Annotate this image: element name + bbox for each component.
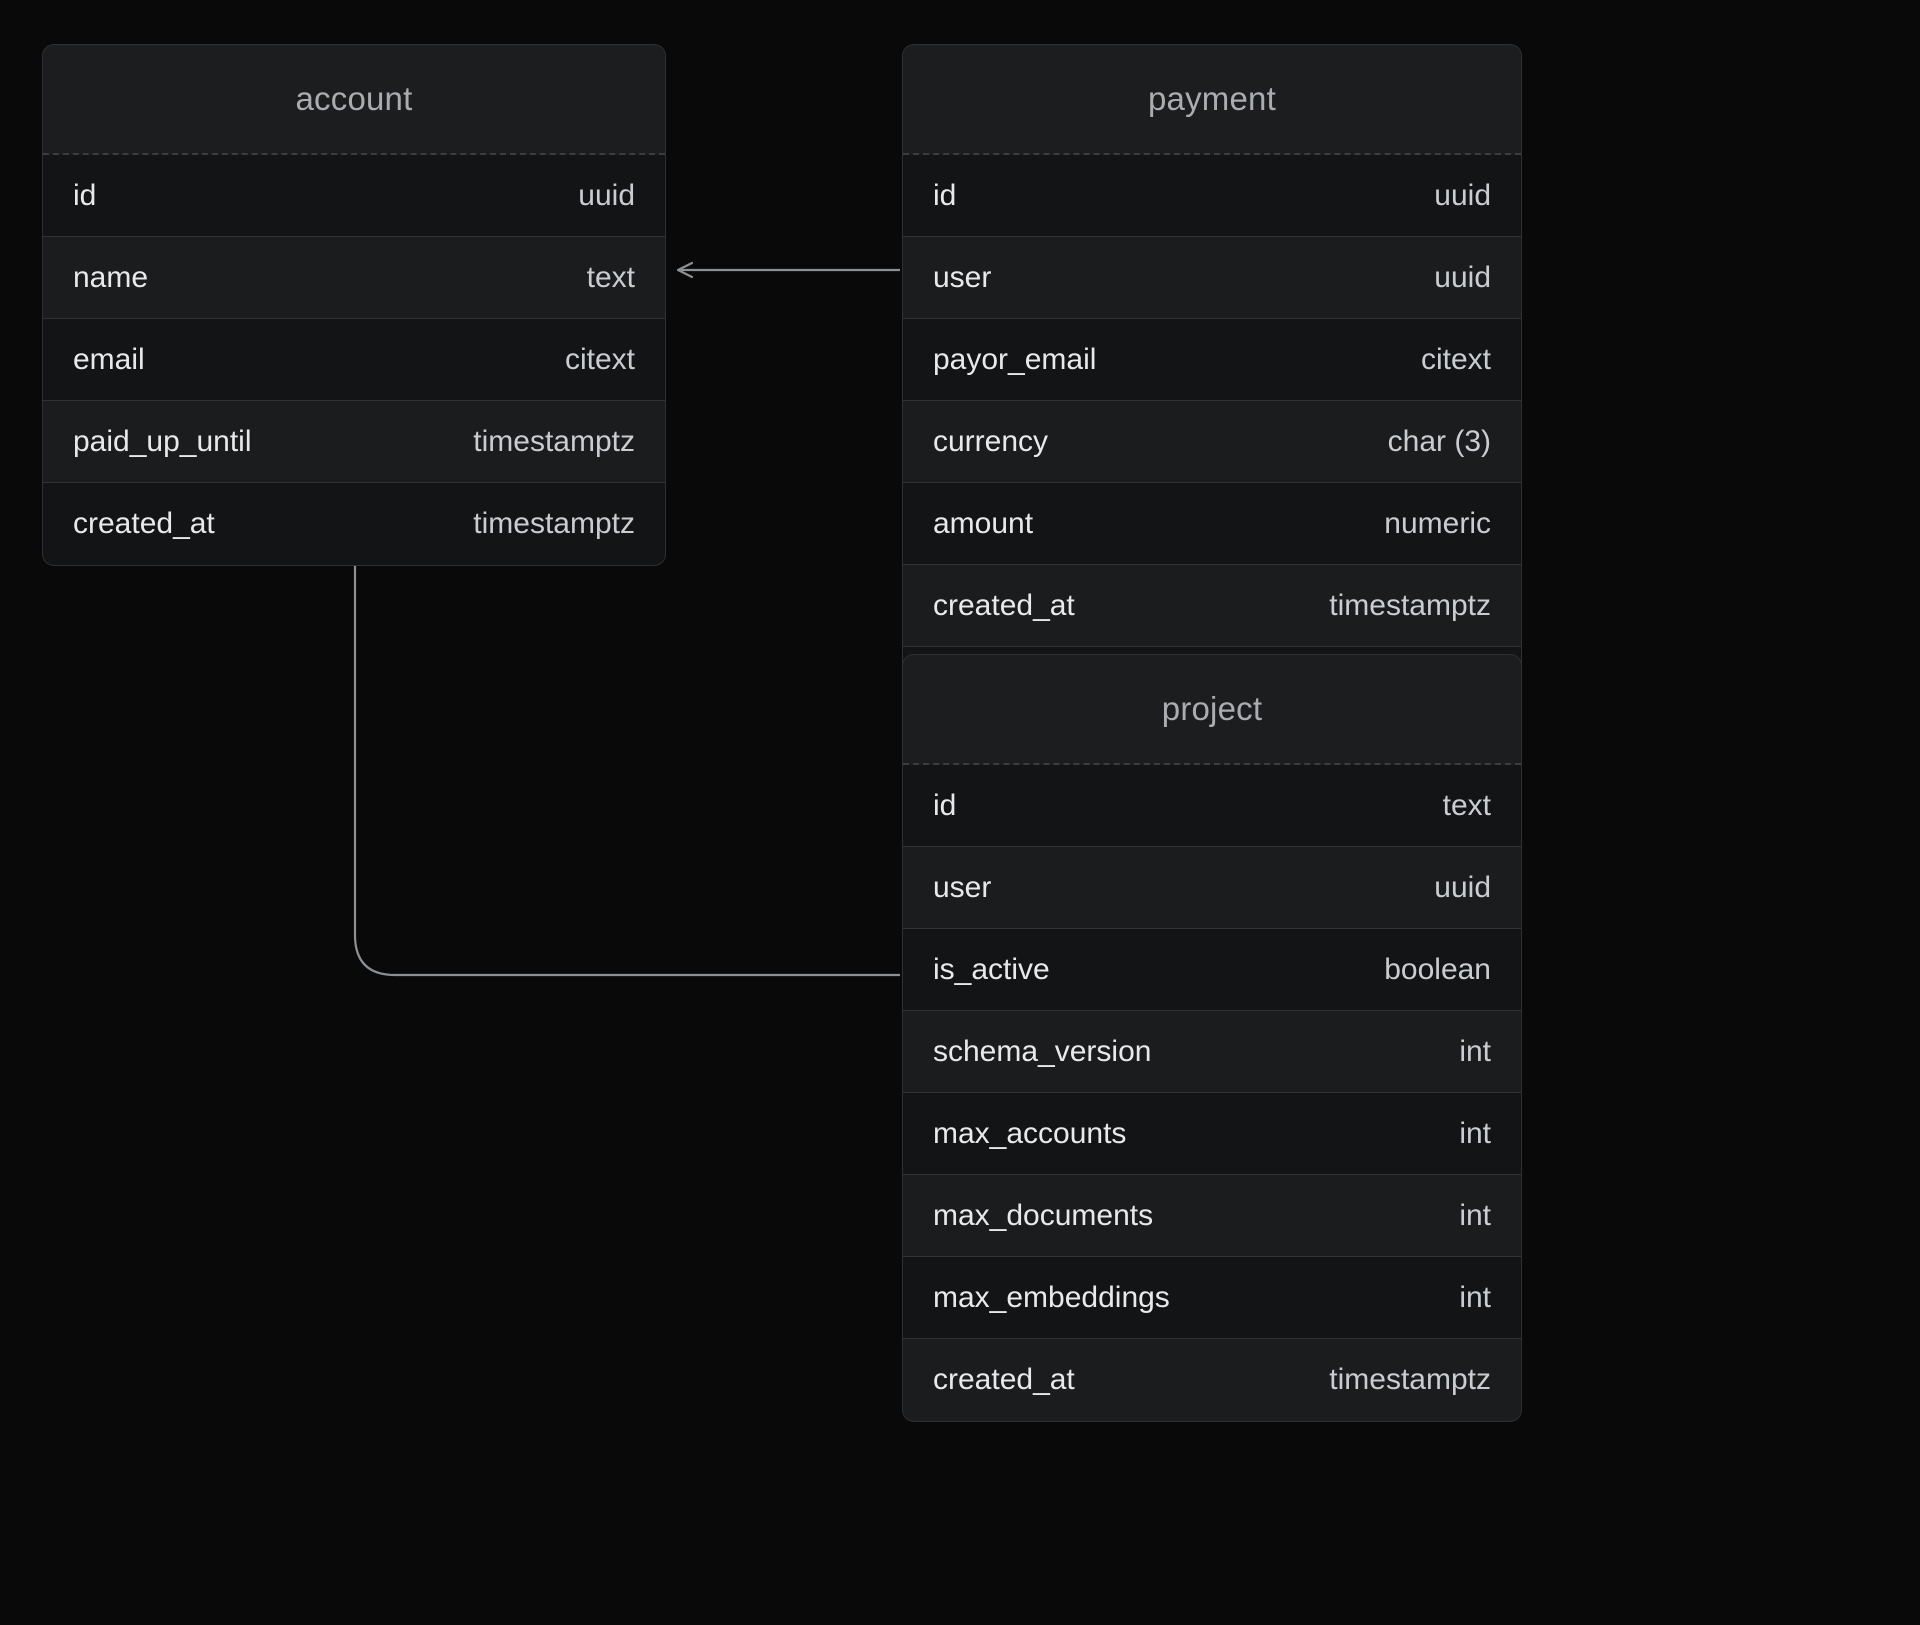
- column-name: schema_version: [933, 1034, 1152, 1068]
- table-rows-project: id text user uuid is_active boolean sche…: [903, 765, 1521, 1421]
- column-type: timestamptz: [473, 424, 635, 458]
- column-name: user: [933, 870, 992, 904]
- column-name: id: [73, 178, 97, 212]
- column-type: uuid: [1434, 178, 1491, 212]
- column-name: max_embeddings: [933, 1280, 1170, 1314]
- table-row[interactable]: schema_version int: [903, 1011, 1521, 1093]
- column-name: is_active: [933, 952, 1050, 986]
- column-name: name: [73, 260, 149, 294]
- column-name: max_accounts: [933, 1116, 1127, 1150]
- column-name: created_at: [933, 588, 1075, 622]
- column-type: citext: [564, 342, 635, 376]
- table-row[interactable]: max_documents int: [903, 1175, 1521, 1257]
- table-row[interactable]: name text: [43, 237, 665, 319]
- table-row[interactable]: currency char (3): [903, 401, 1521, 483]
- table-row[interactable]: created_at timestamptz: [903, 565, 1521, 647]
- table-title-payment: payment: [903, 45, 1521, 155]
- table-row[interactable]: created_at timestamptz: [43, 483, 665, 565]
- column-name: id: [933, 788, 957, 822]
- column-type: int: [1459, 1280, 1491, 1314]
- column-type: int: [1459, 1034, 1491, 1068]
- column-type: uuid: [1434, 260, 1491, 294]
- table-row[interactable]: payor_email citext: [903, 319, 1521, 401]
- column-type: int: [1459, 1198, 1491, 1232]
- table-row[interactable]: max_embeddings int: [903, 1257, 1521, 1339]
- column-type: boolean: [1384, 952, 1491, 986]
- column-type: char (3): [1387, 424, 1491, 458]
- column-type: numeric: [1384, 506, 1491, 540]
- column-type: text: [1442, 788, 1491, 822]
- column-name: created_at: [73, 507, 215, 540]
- table-row[interactable]: user uuid: [903, 847, 1521, 929]
- column-type: timestamptz: [1329, 1363, 1491, 1396]
- table-row[interactable]: id text: [903, 765, 1521, 847]
- column-type: text: [586, 260, 635, 294]
- table-row[interactable]: paid_up_until timestamptz: [43, 401, 665, 483]
- erd-table-payment[interactable]: payment id uuid user uuid payor_email ci…: [902, 44, 1522, 730]
- table-row[interactable]: email citext: [43, 319, 665, 401]
- erd-table-account[interactable]: account id uuid name text email citext p…: [42, 44, 666, 566]
- column-name: currency: [933, 424, 1049, 458]
- column-type: citext: [1420, 342, 1491, 376]
- table-row[interactable]: is_active boolean: [903, 929, 1521, 1011]
- column-name: user: [933, 260, 992, 294]
- column-name: payor_email: [933, 342, 1097, 376]
- table-row[interactable]: max_accounts int: [903, 1093, 1521, 1175]
- column-type: timestamptz: [473, 507, 635, 540]
- column-name: id: [933, 178, 957, 212]
- column-type: int: [1459, 1116, 1491, 1150]
- erd-table-project[interactable]: project id text user uuid is_active bool…: [902, 654, 1522, 1422]
- column-type: timestamptz: [1329, 588, 1491, 622]
- table-row[interactable]: created_at timestamptz: [903, 1339, 1521, 1421]
- column-name: email: [73, 342, 145, 376]
- table-rows-account: id uuid name text email citext paid_up_u…: [43, 155, 665, 565]
- column-name: created_at: [933, 1363, 1075, 1396]
- table-row[interactable]: amount numeric: [903, 483, 1521, 565]
- table-title-project: project: [903, 655, 1521, 765]
- table-rows-payment: id uuid user uuid payor_email citext cur…: [903, 155, 1521, 729]
- table-row[interactable]: user uuid: [903, 237, 1521, 319]
- table-title-account: account: [43, 45, 665, 155]
- column-type: uuid: [578, 178, 635, 212]
- table-row[interactable]: id uuid: [903, 155, 1521, 237]
- column-name: max_documents: [933, 1198, 1154, 1232]
- table-row[interactable]: id uuid: [43, 155, 665, 237]
- column-name: paid_up_until: [73, 424, 252, 458]
- column-name: amount: [933, 506, 1034, 540]
- column-type: uuid: [1434, 870, 1491, 904]
